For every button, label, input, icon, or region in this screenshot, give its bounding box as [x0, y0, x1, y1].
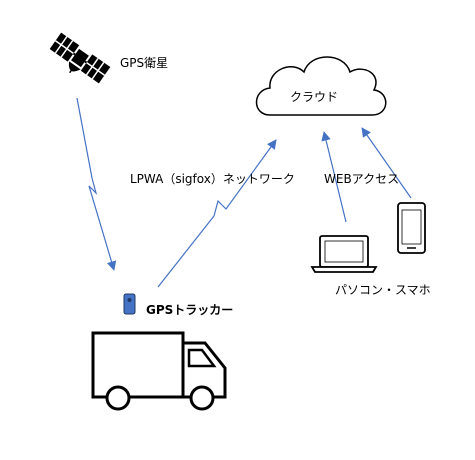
devices-label: パソコン・スマホ [335, 283, 431, 297]
gps-tracker-label: GPSトラッカー [146, 303, 234, 317]
tracker-to-cloud-arrow [157, 139, 277, 288]
laptop-to-cloud-arrow [321, 131, 347, 223]
web-access-label: WEBアクセス [324, 172, 400, 186]
cloud-icon [255, 56, 387, 116]
satellite-icon [49, 32, 111, 84]
smartphone-icon [397, 202, 426, 254]
smartphone-to-cloud-arrow [361, 127, 412, 199]
gps-tracker-device-icon [123, 293, 136, 315]
satellite-label: GPS衛星 [120, 56, 169, 70]
truck-icon [91, 331, 227, 411]
lpwa-network-label: LPWA（sigfox）ネットワーク [130, 172, 295, 186]
laptop-icon [310, 235, 378, 273]
cloud-label: クラウド [290, 90, 339, 104]
satellite-to-tracker-arrow [76, 97, 117, 271]
